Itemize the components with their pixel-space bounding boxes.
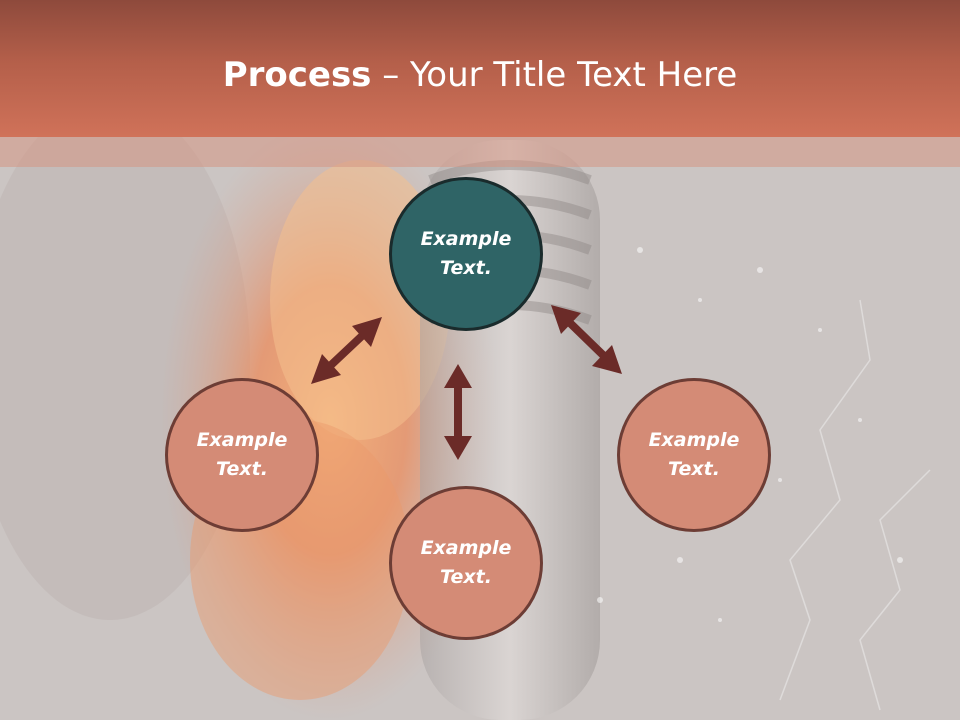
diagram-node-left: Example Text. bbox=[165, 378, 319, 532]
slide-title: Process – Your Title Text Here bbox=[0, 50, 960, 100]
diagram-node-label: Example Text. bbox=[420, 228, 512, 279]
arrow-vertical bbox=[444, 364, 472, 460]
diagram-node-bottom: Example Text. bbox=[389, 486, 543, 640]
diagram-node-label: Example Text. bbox=[196, 429, 288, 480]
slide-title-rest: – Your Title Text Here bbox=[371, 55, 738, 95]
arrow-top-left bbox=[311, 317, 382, 384]
diagram-node-label: Example Text. bbox=[648, 429, 740, 480]
diagram-node-right: Example Text. bbox=[617, 378, 771, 532]
diagram-node-top: Example Text. bbox=[389, 177, 543, 331]
title-bar-strip bbox=[0, 137, 960, 167]
arrow-top-right bbox=[551, 305, 622, 374]
title-bar bbox=[0, 0, 960, 137]
slide-title-bold: Process bbox=[222, 55, 372, 95]
diagram-node-label: Example Text. bbox=[420, 537, 512, 588]
